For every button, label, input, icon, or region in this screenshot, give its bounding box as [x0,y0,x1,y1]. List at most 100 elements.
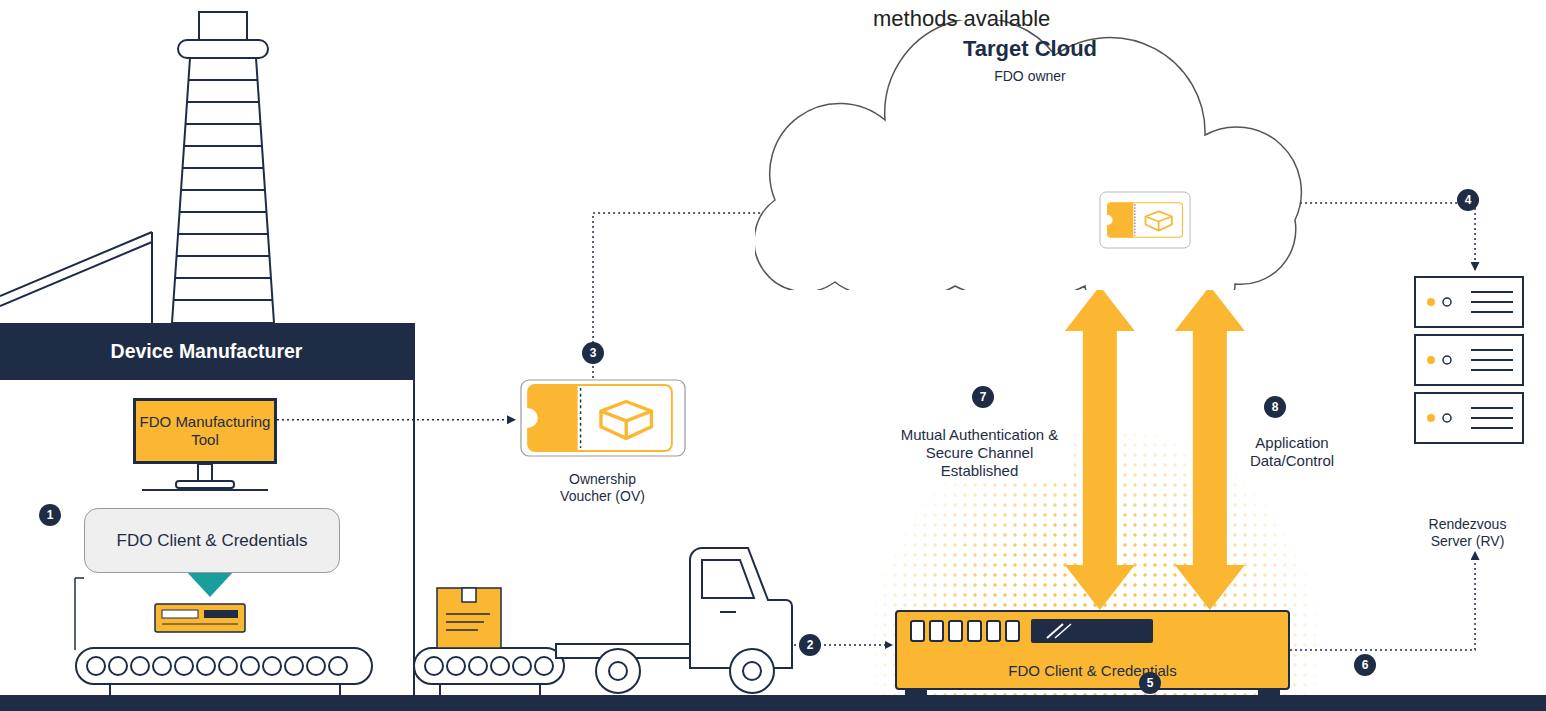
server-node-part [1395,270,1540,450]
device-on-line-part [155,604,245,632]
callout-number: 7 [972,386,994,408]
chimney-rung [187,101,259,103]
conveyor-roller [491,657,509,675]
monitor-stand-part [198,464,212,481]
device-box-part-part-part [1006,621,1019,641]
chimney-part [172,58,274,323]
voucher-icon-part-part [528,385,672,451]
conveyor-roller [87,657,105,675]
device-box-part-part-part [930,621,943,641]
chimney-part [199,12,247,42]
factory-roof [0,232,152,323]
conveyor-roller [219,657,237,675]
factory-roof-part [0,242,152,306]
device-box-part-part [911,621,1019,641]
ground-bar [0,695,1546,711]
node-sublabel: FDO owner [994,68,1066,84]
parcel [437,588,501,648]
dotted-connector [593,213,775,378]
conveyor-roller [285,657,303,675]
speech-bubble: FDO Client & Credentials [84,508,340,573]
cloud-shape-part-part [755,20,1301,290]
chimney-rung [180,211,267,213]
conveyor-roller [329,657,347,675]
chimney [172,12,274,323]
dotted-connector [277,419,515,421]
device-on-line-part [162,624,238,625]
chimney-rung [183,167,264,169]
node-label: FDO Client & Credentials [117,531,308,551]
cloud-shape: Target CloudFDO owner [755,20,1305,290]
truck-part [596,649,640,693]
device-on-line [155,604,245,632]
truck-part [730,649,774,693]
callout-number: 3 [582,342,604,364]
device-box-part-part-part [987,621,1000,641]
device-box-part-part [1047,624,1063,638]
voucher-icon: Ownership Voucher (OV) [515,378,690,505]
device-box-part [897,612,1292,652]
truck [556,548,792,693]
data-channel-arrow [1065,286,1135,610]
conveyor-part [339,684,341,695]
conveyor-roller [175,657,193,675]
callout-number: 5 [1139,672,1161,694]
conveyor-roller [153,657,171,675]
dotted-connector [1290,552,1475,650]
chimney-rung [174,299,273,301]
parcel-part [446,613,490,615]
monitor-stand-part [142,489,268,491]
conveyor-part [76,648,372,684]
device-box-part-part-part [949,621,962,641]
node-label: FDO Manufacturing Tool [138,413,272,449]
truck-part [720,611,736,613]
conveyor-roller [263,657,281,675]
device-box-part-part-part [968,621,981,641]
edge-label: Application Data/Control [1235,433,1349,471]
factory-roof-part [0,232,152,296]
chimney-part [174,80,273,300]
parcel-part [462,588,476,602]
server-node-part-part [1415,277,1523,443]
chimney-rung [181,189,265,191]
factory-frame [75,577,84,579]
node-label: Ownership Voucher (OV) [553,471,653,505]
dotted-connector [1295,203,1475,270]
factory-frame [74,578,76,650]
chimney-rung [175,277,271,279]
monitor-stand [142,464,268,490]
conveyor-roller [425,657,443,675]
voucher-icon-part [515,378,690,463]
server-node: Rendezvous Server (RV) [1395,270,1540,552]
factory-roof-part [151,232,153,323]
device-box-part-part-part [911,621,924,641]
chimney-rung [184,145,262,147]
node-label: Target Cloud [963,36,1097,62]
conveyor-roller [535,657,553,675]
manufacturer-panel: Device ManufacturerFDO Manufacturing Too… [0,323,415,695]
device-box-part-part [1055,624,1071,638]
truck-part [702,560,754,598]
conveyor [76,648,564,695]
conveyor-roller [131,657,149,675]
chimney-rung [186,123,261,125]
cloud-shape-part-part [1100,192,1190,248]
device-box: FDO Client & Credentials [895,610,1290,690]
chimney-rung [178,233,268,235]
chimney-rung [189,79,258,81]
bubble-pointer [186,571,234,597]
chimney-rung [177,255,270,257]
truck-part [690,548,792,668]
conveyor-roller [307,657,325,675]
parcel-part [446,629,478,631]
chimney-part [178,40,268,58]
tool-monitor: FDO Manufacturing Tool [133,398,277,464]
device-on-line-part [162,610,198,618]
truck-part [743,662,761,680]
conveyor-roller [109,657,127,675]
cloud-shape-part-part [1108,203,1183,237]
conveyor-part [539,684,541,695]
device-box-part-part [1031,619,1153,643]
callout-number: 4 [1457,189,1479,211]
node-label: Device Manufacturer [0,323,413,380]
